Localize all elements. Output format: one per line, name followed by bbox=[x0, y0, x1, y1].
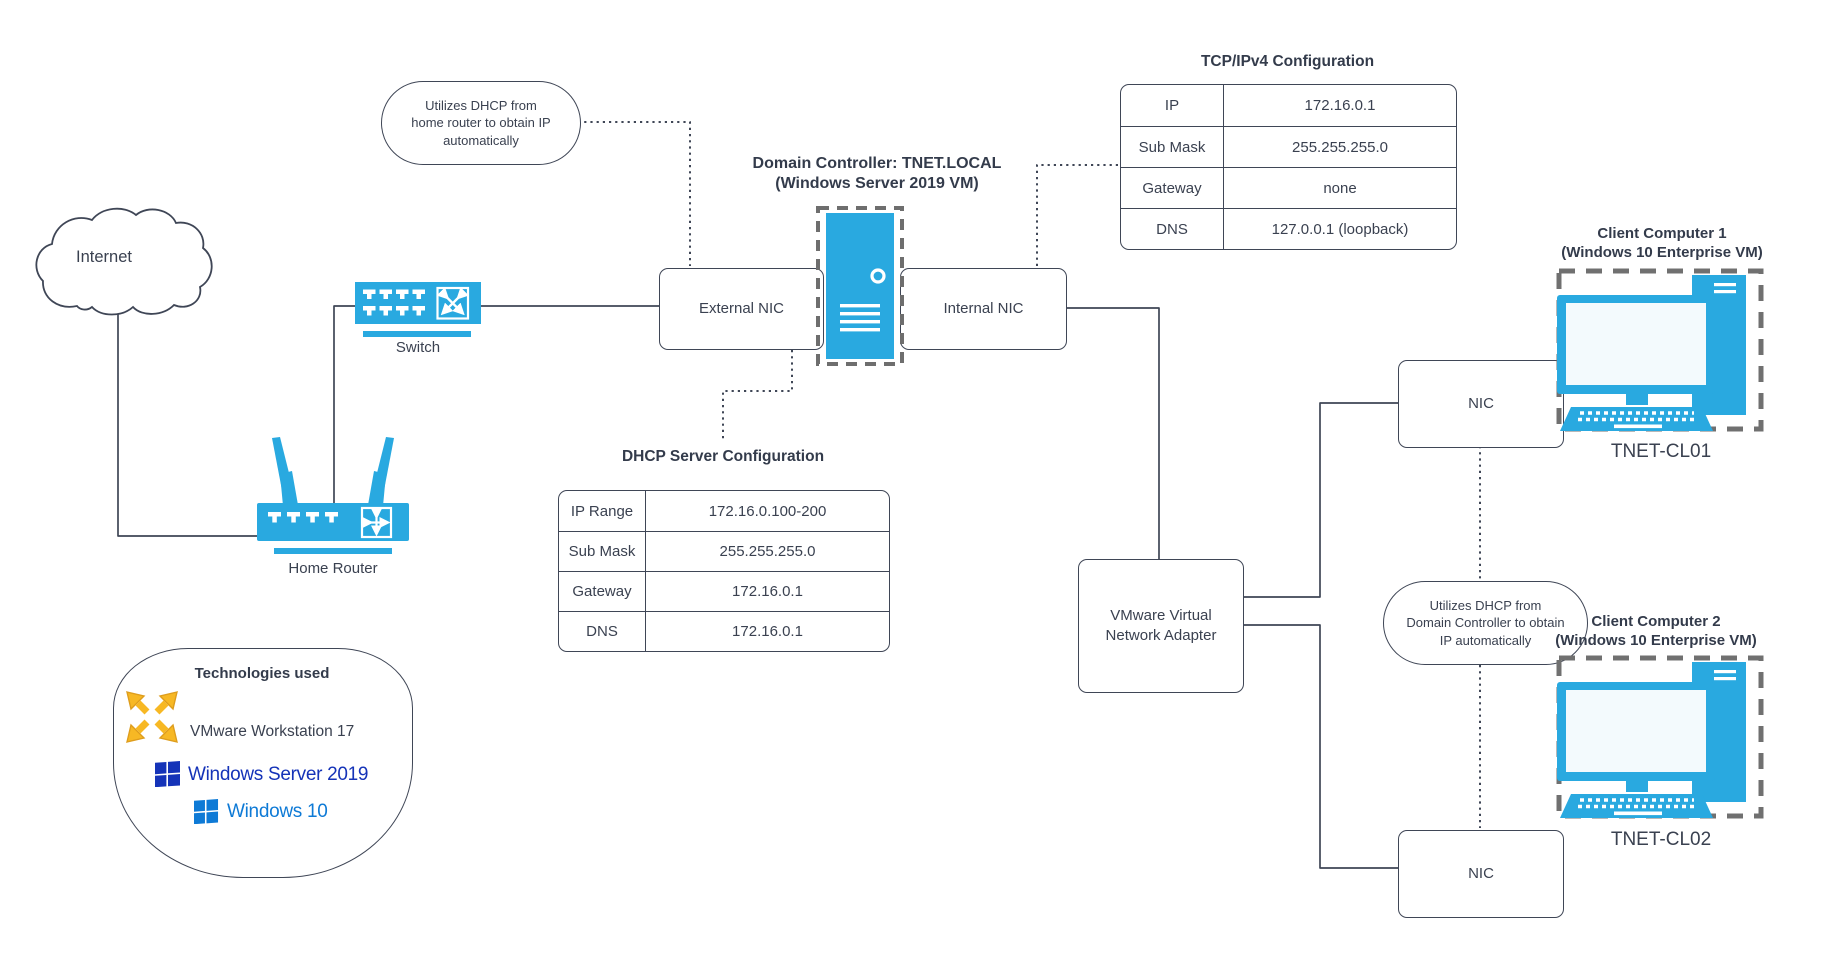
nic1-box: NIC bbox=[1398, 360, 1564, 448]
client1-computer-icon bbox=[1556, 268, 1764, 432]
client1-title-line2: (Windows 10 Enterprise VM) bbox=[1561, 244, 1763, 262]
table-cell: Sub Mask bbox=[559, 531, 645, 571]
switch-label: Switch bbox=[395, 339, 441, 356]
table-cell: Sub Mask bbox=[1121, 126, 1223, 167]
domain-controller-title-line1: Domain Controller: TNET.LOCAL bbox=[752, 155, 1002, 172]
table-cell: DNS bbox=[559, 611, 645, 651]
vmware-workstation-icon bbox=[126, 691, 178, 743]
windows-server-label: Windows Server 2019 bbox=[188, 764, 369, 785]
internet-cloud bbox=[35, 207, 213, 316]
callout-domain-line3: IP automatically bbox=[1439, 632, 1532, 648]
external-nic-label: External NIC bbox=[698, 299, 785, 317]
client2-computer-icon bbox=[1556, 655, 1764, 819]
callout-domain-dhcp: Utilizes DHCP from Domain Controller to … bbox=[1383, 581, 1588, 665]
nic1-label: NIC bbox=[1468, 394, 1494, 412]
tcp-ipv4-table: IP 172.16.0.1 Sub Mask 255.255.255.0 Gat… bbox=[1120, 84, 1457, 250]
table-cell: 172.16.0.1 bbox=[645, 611, 889, 651]
dhcp-title: DHCP Server Configuration bbox=[621, 448, 825, 465]
table-cell: 172.16.0.1 bbox=[1223, 85, 1456, 126]
technologies-title: Technologies used bbox=[194, 665, 330, 682]
vmware-adapter-box: VMware Virtual Network Adapter bbox=[1078, 559, 1244, 693]
table-cell: none bbox=[1223, 167, 1456, 208]
internal-nic-box: Internal NIC bbox=[900, 268, 1067, 350]
table-cell: 172.16.0.1 bbox=[645, 571, 889, 611]
internal-nic-label: Internal NIC bbox=[943, 299, 1024, 317]
vmware-adapter-line2: Network Adapter bbox=[1105, 627, 1217, 644]
connector-switch-router bbox=[333, 305, 356, 506]
table-cell: 127.0.0.1 (loopback) bbox=[1223, 208, 1456, 249]
client2-title: Client Computer 2 (Windows 10 Enterprise… bbox=[1510, 612, 1802, 650]
external-nic-box: External NIC bbox=[659, 268, 824, 350]
callout-domain-line2: Domain Controller to obtain bbox=[1406, 615, 1565, 631]
client1-title: Client Computer 1 (Windows 10 Enterprise… bbox=[1516, 224, 1808, 262]
dotted-server-dhcptable bbox=[722, 350, 793, 441]
dhcp-table: IP Range 172.16.0.100-200 Sub Mask 255.2… bbox=[558, 490, 890, 652]
table-cell: Gateway bbox=[1121, 167, 1223, 208]
client2-title-line2: (Windows 10 Enterprise VM) bbox=[1555, 632, 1757, 650]
dotted-internalnic-tcptable bbox=[1036, 164, 1120, 266]
tcp-ipv4-title: TCP/IPv4 Configuration bbox=[1200, 53, 1375, 70]
callout-home-dhcp: Utilizes DHCP from home router to obtain… bbox=[381, 81, 581, 165]
client1-hostname: TNET-CL01 bbox=[1610, 441, 1712, 462]
server-icon bbox=[816, 206, 904, 366]
table-cell: IP Range bbox=[570, 502, 634, 520]
table-cell: 172.16.0.100-200 bbox=[645, 491, 889, 531]
dotted-callout-externalnic bbox=[578, 121, 691, 266]
table-cell: IP bbox=[1164, 97, 1180, 114]
callout-home-line3: automatically bbox=[443, 132, 519, 148]
callout-home-line2: home router to obtain IP bbox=[411, 115, 551, 131]
windows-10-icon bbox=[194, 799, 219, 824]
connector-internalnic-adapter bbox=[1065, 307, 1160, 560]
vmware-adapter-line1: VMware Virtual bbox=[1110, 606, 1212, 624]
client1-title-line1: Client Computer 1 bbox=[1597, 225, 1727, 242]
domain-controller-title: Domain Controller: TNET.LOCAL (Windows S… bbox=[682, 154, 1072, 195]
home-router-label: Home Router bbox=[288, 560, 378, 577]
table-cell: 255.255.255.0 bbox=[1223, 126, 1456, 167]
connector-adapter-nic1 bbox=[1242, 402, 1398, 598]
client2-hostname: TNET-CL02 bbox=[1610, 829, 1712, 850]
nic2-box: NIC bbox=[1398, 830, 1564, 918]
table-cell: 255.255.255.0 bbox=[645, 531, 889, 571]
vmware-workstation-label: VMware Workstation 17 bbox=[190, 723, 355, 740]
connector-internet-router bbox=[117, 310, 258, 537]
windows-server-icon bbox=[155, 761, 180, 787]
client2-title-line1: Client Computer 2 bbox=[1591, 613, 1721, 630]
home-router-icon bbox=[257, 437, 409, 554]
table-cell: DNS bbox=[1121, 208, 1223, 249]
domain-controller-title-line2: (Windows Server 2019 VM) bbox=[775, 175, 979, 193]
callout-domain-line1: Utilizes DHCP from bbox=[1429, 598, 1542, 614]
internet-label: Internet bbox=[76, 248, 132, 266]
switch-icon bbox=[355, 282, 481, 337]
windows-10-label: Windows 10 bbox=[227, 801, 328, 822]
connector-adapter-nic2 bbox=[1242, 624, 1398, 869]
nic2-label: NIC bbox=[1468, 864, 1494, 882]
callout-home-line1: Utilizes DHCP from bbox=[425, 98, 537, 114]
table-cell: Gateway bbox=[559, 571, 645, 611]
